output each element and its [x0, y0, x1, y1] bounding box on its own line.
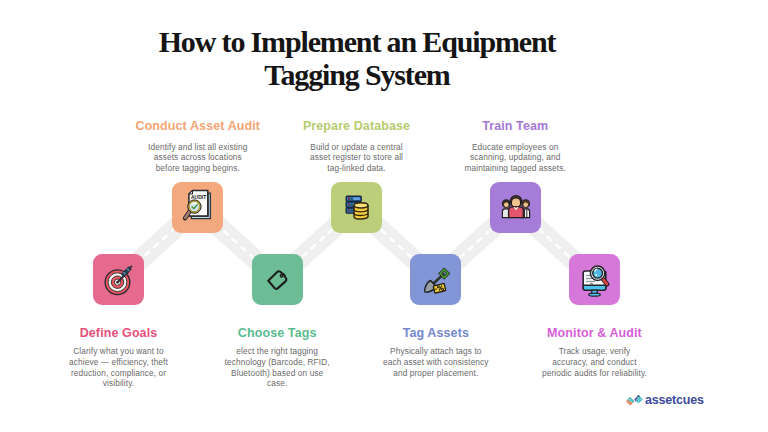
- svg-text:AUDIT: AUDIT: [191, 194, 206, 200]
